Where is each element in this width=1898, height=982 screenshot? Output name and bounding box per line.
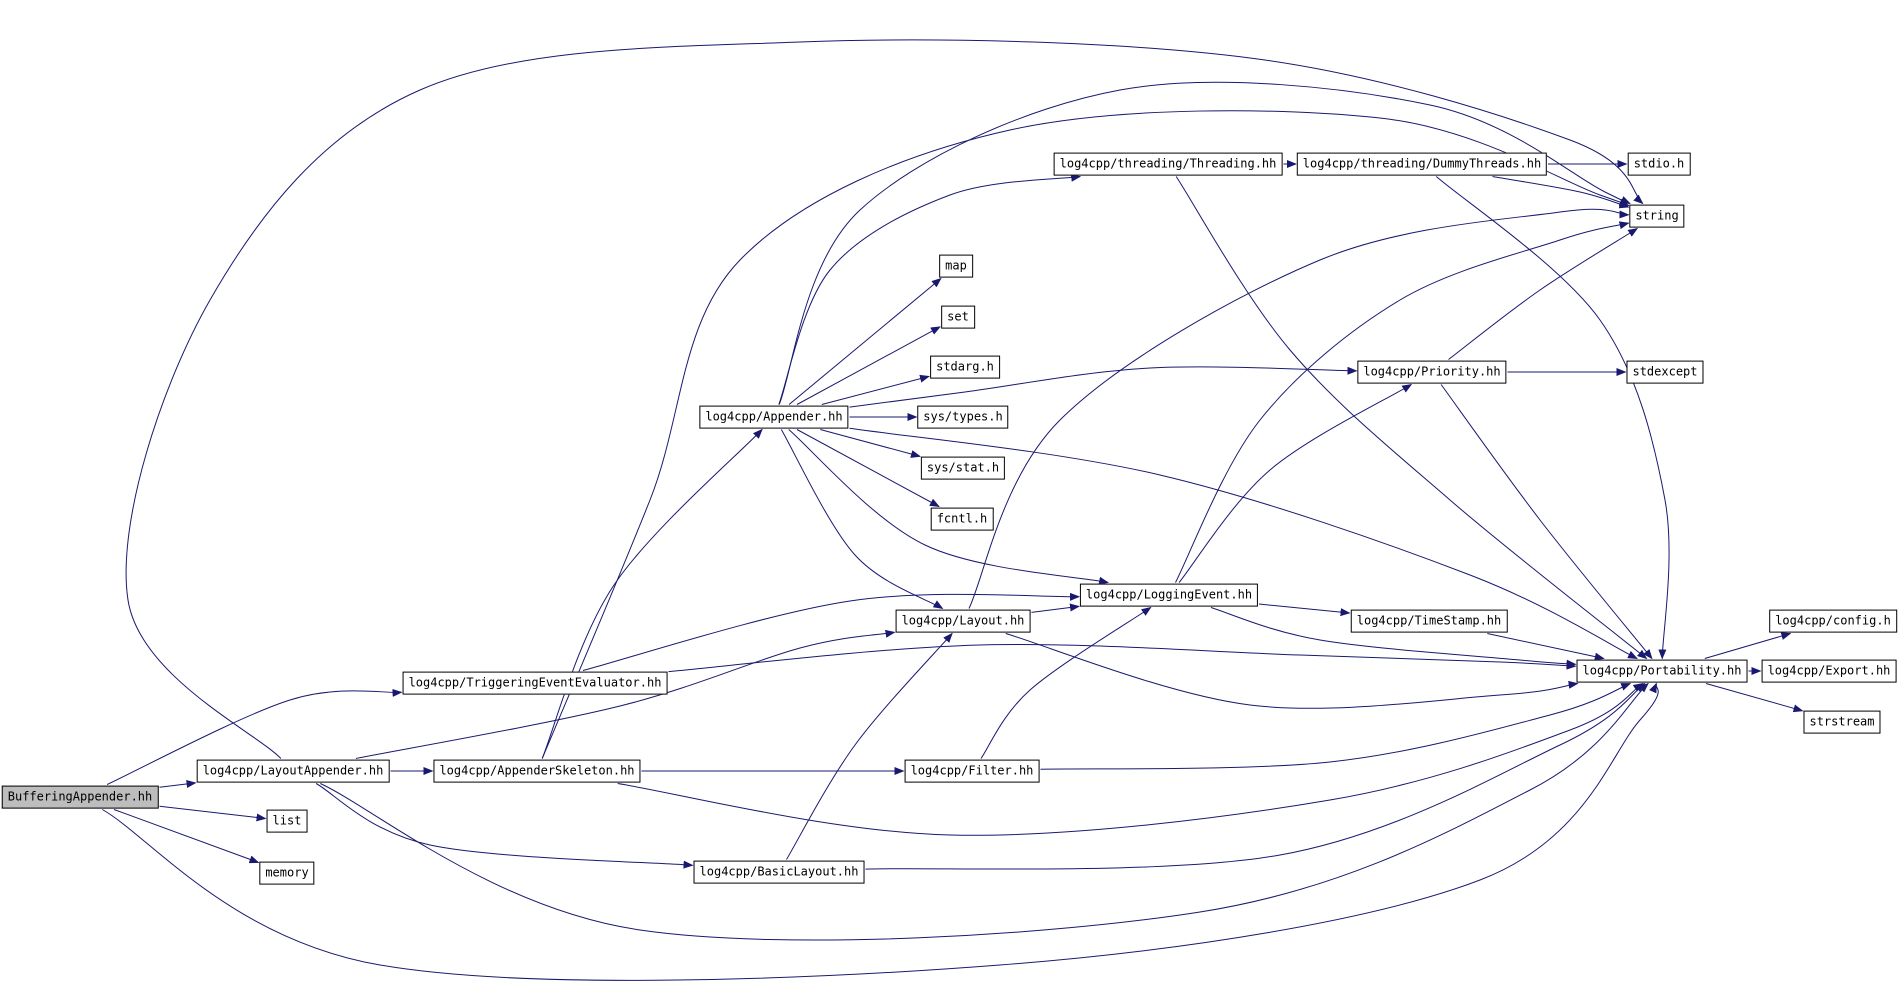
node-buffering[interactable]: BufferingAppender.hh <box>1 785 159 809</box>
edge-layoutappender--string <box>125 39 1644 759</box>
edge-priority--portability <box>1440 384 1653 660</box>
edge-basiclayout--layout <box>786 632 953 860</box>
edge-dummythreads--portability <box>1435 176 1670 660</box>
node-list[interactable]: list <box>266 809 308 833</box>
edge-filter--loggingevent <box>980 606 1152 759</box>
node-timestamp[interactable]: log4cpp/TimeStamp.hh <box>1350 609 1508 633</box>
edge-portability--config <box>1704 632 1792 659</box>
node-stdio[interactable]: stdio.h <box>1627 152 1691 176</box>
edge-appender--stdarg <box>821 374 930 405</box>
node-layoutappender[interactable]: log4cpp/LayoutAppender.hh <box>196 759 390 783</box>
edge-appender--loggingevent <box>788 429 1109 585</box>
node-portability[interactable]: log4cpp/Portability.hh <box>1576 659 1748 683</box>
node-sysstat[interactable]: sys/stat.h <box>920 456 1006 480</box>
edge-trigger--portability <box>668 644 1577 673</box>
node-map[interactable]: map <box>939 254 973 278</box>
edge-threading--portability <box>1175 176 1648 660</box>
edge-trigger--loggingevent <box>582 592 1080 671</box>
edge-layoutappender--portability <box>320 682 1649 941</box>
node-fcntl[interactable]: fcntl.h <box>930 507 994 531</box>
node-memory[interactable]: memory <box>259 861 315 885</box>
edge-buffering--trigger <box>106 688 403 785</box>
node-export[interactable]: log4cpp/Export.hh <box>1761 659 1897 683</box>
node-strstream[interactable]: strstream <box>1803 710 1881 734</box>
node-appender[interactable]: log4cpp/Appender.hh <box>699 405 849 429</box>
edge-portability--strstream <box>1705 683 1804 713</box>
node-basiclayout[interactable]: log4cpp/BasicLayout.hh <box>693 860 865 884</box>
node-config[interactable]: log4cpp/config.h <box>1769 609 1897 633</box>
node-string[interactable]: string <box>1629 204 1685 228</box>
edge-appender--threading <box>778 173 1082 405</box>
edge-loggingevent--string <box>1175 221 1630 583</box>
node-loggingevent[interactable]: log4cpp/LoggingEvent.hh <box>1079 583 1259 607</box>
node-layout[interactable]: log4cpp/Layout.hh <box>895 609 1031 633</box>
edge-buffering--memory <box>113 809 260 864</box>
edge-layout--portability <box>1005 633 1579 709</box>
edge-layoutappender--basiclayout <box>315 783 694 869</box>
node-filter[interactable]: log4cpp/Filter.hh <box>904 759 1040 783</box>
edge-appender--layout <box>780 429 944 610</box>
node-stdexcept[interactable]: stdexcept <box>1626 360 1704 384</box>
edge-buffering--layoutappender <box>159 780 197 788</box>
edge-buffering--list <box>159 805 267 822</box>
node-systypes[interactable]: sys/types.h <box>917 405 1009 429</box>
edge-appender--priority <box>849 366 1358 408</box>
node-threading[interactable]: log4cpp/threading/Threading.hh <box>1053 152 1283 176</box>
edge-skeleton--appender <box>541 428 763 759</box>
edge-basiclayout--portability <box>865 682 1646 870</box>
edge-timestamp--portability <box>1487 633 1605 661</box>
node-stdarg[interactable]: stdarg.h <box>930 355 1000 379</box>
edge-loggingevent--priority <box>1178 383 1413 583</box>
edge-appender--fcntl <box>796 429 940 507</box>
edge-layoutappender--layout <box>355 629 896 759</box>
edge-skeleton--portability <box>617 682 1644 836</box>
edge-layout--loggingevent <box>1031 603 1080 613</box>
edge-dummythreads--string <box>1492 176 1630 209</box>
edge-priority--string <box>1448 227 1639 360</box>
edge-filter--portability <box>1040 683 1632 770</box>
edge-loggingevent--timestamp <box>1258 603 1351 617</box>
edge-appender--set <box>796 326 941 405</box>
node-set[interactable]: set <box>941 305 975 329</box>
edge-appender--sysstat <box>820 429 921 458</box>
edge-appender--portability <box>849 427 1638 659</box>
edge-skeleton--string <box>541 110 1630 759</box>
node-trigger[interactable]: log4cpp/TriggeringEventEvaluator.hh <box>402 671 668 695</box>
edge-layout--string <box>968 208 1630 609</box>
node-priority[interactable]: log4cpp/Priority.hh <box>1357 360 1507 384</box>
edge-buffering--portability <box>102 682 1659 981</box>
node-skeleton[interactable]: log4cpp/AppenderSkeleton.hh <box>433 759 641 783</box>
edge-appender--map <box>788 277 942 405</box>
edge-loggingevent--portability <box>1210 607 1577 668</box>
edge-appender--string <box>778 81 1631 405</box>
node-dummythreads[interactable]: log4cpp/threading/DummyThreads.hh <box>1296 152 1548 176</box>
